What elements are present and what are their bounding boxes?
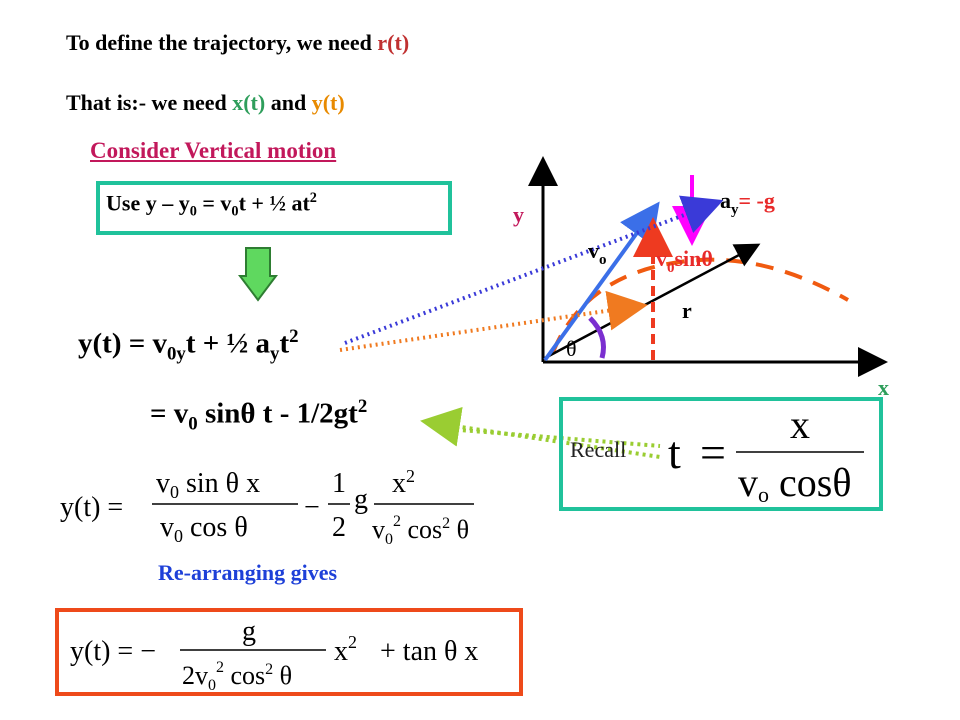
final-denominator: 2v02 cos2 θ bbox=[182, 659, 292, 694]
connector-v0sin bbox=[339, 290, 648, 352]
half-denominator: 2 bbox=[332, 512, 346, 543]
v0sin-label: v0sinθ bbox=[656, 246, 713, 276]
connector-ay bbox=[344, 195, 724, 345]
final-x-squared: x2 bbox=[334, 632, 357, 667]
eq-part: = v bbox=[150, 397, 189, 430]
intro-line-trajectory: To define the trajectory, we need r(t) bbox=[66, 30, 409, 56]
frac2-numerator: x2 bbox=[392, 466, 415, 499]
expansion-lhs: y(t) = bbox=[60, 492, 123, 523]
vertical-position-substituted: = v0 sinθ t - 1/2gt2 bbox=[150, 396, 367, 435]
frac1-numerator: v0 sin θ x bbox=[156, 468, 260, 502]
eq-part: Use y – y bbox=[106, 190, 190, 216]
recall-equation: t = x vo cosθ bbox=[668, 402, 864, 506]
frac1-denominator: v0 cos θ bbox=[160, 512, 248, 546]
final-tan-term: + tan θ x bbox=[380, 636, 478, 667]
down-arrow-icon bbox=[238, 247, 278, 302]
intro-line-components: That is:- we need x(t) and y(t) bbox=[66, 90, 345, 116]
xt-highlight: x(t) bbox=[232, 90, 266, 115]
minus-sign: − bbox=[304, 492, 320, 523]
recall-numerator: x bbox=[790, 402, 810, 447]
kinematics-equation-box bbox=[96, 181, 452, 235]
eq-part: t bbox=[279, 327, 290, 360]
and-text: and bbox=[265, 90, 312, 115]
eq-part: y(t) = v bbox=[78, 327, 167, 360]
eq-sup: 2 bbox=[289, 326, 299, 347]
ay-label: ay= -g bbox=[720, 188, 775, 218]
eq-sup: 2 bbox=[309, 190, 317, 206]
position-vector bbox=[544, 243, 761, 360]
kinematics-equation: Use y – y0 = v0t + ½ at2 bbox=[106, 190, 317, 221]
gravity-symbol: g bbox=[354, 484, 368, 515]
eq-sup: 2 bbox=[357, 396, 368, 417]
eq-part: = v bbox=[196, 190, 232, 216]
final-numerator: g bbox=[242, 616, 256, 647]
trajectory-curve bbox=[551, 257, 849, 353]
rearranging-caption: Re-arranging gives bbox=[158, 560, 338, 585]
connector-recall-2 bbox=[434, 426, 661, 448]
eq-sub: 0 bbox=[188, 413, 198, 435]
angle-arc bbox=[588, 316, 606, 359]
vertical-position-equation: y(t) = v0yt + ½ ayt2 bbox=[78, 326, 299, 365]
r-label: r bbox=[682, 298, 692, 323]
trajectory-equation-box bbox=[55, 608, 523, 696]
intro-text-2: That is:- we need bbox=[66, 90, 233, 115]
recall-box bbox=[559, 397, 883, 511]
eq-part: sinθ t - 1/2gt bbox=[197, 397, 358, 430]
y-axis-label: y bbox=[513, 202, 524, 227]
eq-sub: 0 bbox=[231, 203, 239, 220]
eq-sub: 0 bbox=[189, 203, 197, 220]
rt-highlight: r(t) bbox=[377, 30, 410, 55]
v0-label: vo bbox=[588, 238, 607, 268]
yt-highlight: y(t) bbox=[311, 90, 345, 115]
recall-equals: = bbox=[700, 427, 726, 478]
final-lhs: y(t) = − bbox=[70, 636, 156, 667]
expanded-equation: y(t) = v0 sin θ x v0 cos θ − 1 2 g x2 v0… bbox=[60, 466, 474, 548]
trajectory-equation: y(t) = − g 2v02 cos2 θ x2 + tan θ x bbox=[70, 616, 478, 694]
eq-sub: y bbox=[270, 343, 280, 365]
eq-sub: 0y bbox=[167, 343, 186, 365]
x-axis-label: x bbox=[878, 375, 889, 400]
recall-label: Recall bbox=[570, 437, 627, 462]
recall-denominator: vo cosθ bbox=[738, 460, 852, 506]
half-numerator: 1 bbox=[332, 468, 346, 499]
theta-label: θ bbox=[566, 336, 577, 361]
intro-text: To define the trajectory, we need bbox=[66, 30, 378, 55]
eq-part: t + ½ a bbox=[185, 327, 271, 360]
frac2-denominator: v02 cos2 θ bbox=[372, 513, 469, 548]
recall-t: t bbox=[668, 427, 681, 478]
section-title: Consider Vertical motion bbox=[90, 138, 337, 163]
eq-part: t + ½ at bbox=[238, 190, 310, 216]
